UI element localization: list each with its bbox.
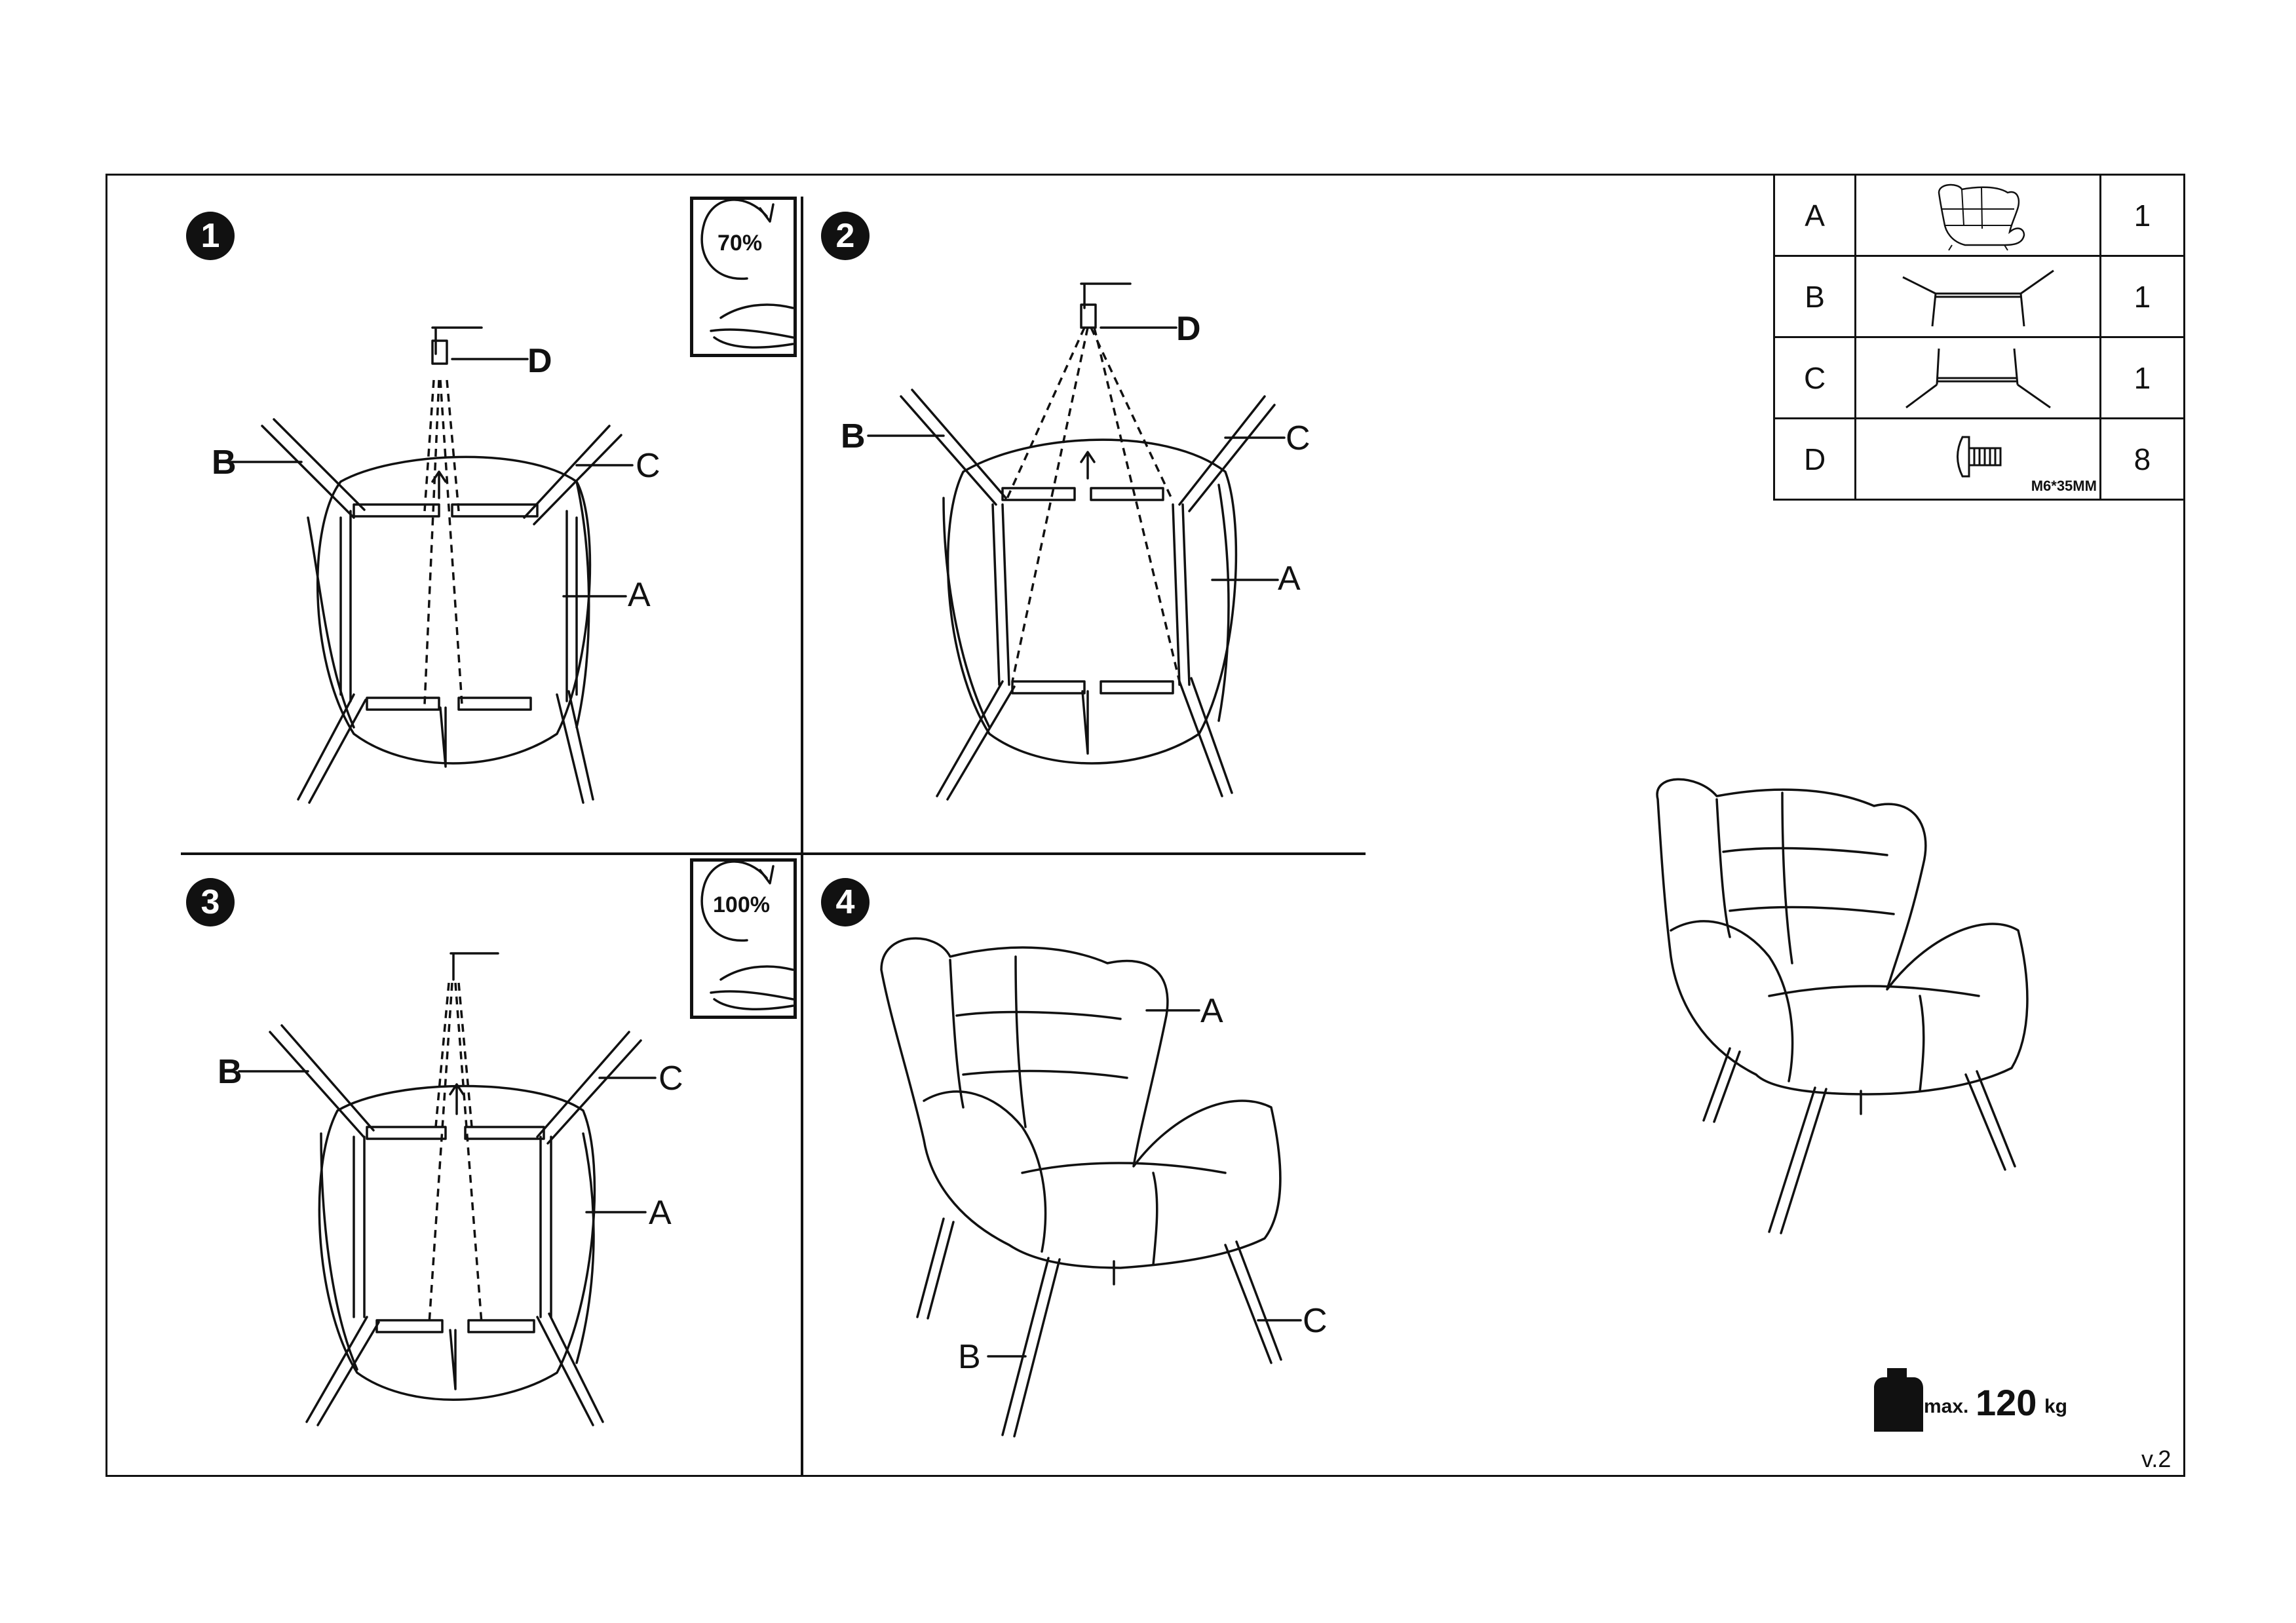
horizontal-divider <box>181 852 1366 855</box>
step4-label-leg-b: B <box>958 1338 981 1376</box>
step2-label-seat: A <box>1278 560 1301 598</box>
step1-label-seat: A <box>628 576 651 614</box>
part-letter: D <box>1772 417 1857 501</box>
bolt-icon: M6*35MM <box>1854 417 2101 501</box>
torque-box-70 <box>690 197 797 357</box>
parts-list-table: A 1 B 1 C 1 D M6 <box>1772 174 2186 501</box>
step3-label-leg-c: C <box>659 1060 683 1098</box>
instruction-sheet-frame <box>105 174 2185 1477</box>
leg-frame-c-icon <box>1854 336 2101 419</box>
max-load-value: 120 <box>1976 1382 2037 1423</box>
part-letter: A <box>1772 174 1857 257</box>
part-qty: 1 <box>2099 336 2186 419</box>
part-letter: B <box>1772 255 1857 338</box>
step-3-number: 3 <box>186 878 235 926</box>
step4-label-seat: A <box>1200 992 1223 1030</box>
step3-drawing <box>238 952 657 1426</box>
leg-frame-b-icon <box>1854 255 2101 338</box>
part-qty: 1 <box>2099 255 2186 338</box>
step4-label-leg-c: C <box>1303 1302 1328 1340</box>
step1-label-leg-c: C <box>636 447 660 485</box>
step-2-number: 2 <box>821 212 870 260</box>
step3-label-leg-b: B <box>218 1053 242 1091</box>
step1-label-leg-b: B <box>212 444 237 482</box>
part-qty: 1 <box>2099 174 2186 257</box>
torque-label-100: 100% <box>713 892 770 917</box>
step4-drawing <box>880 937 1302 1438</box>
version-label: v.2 <box>2141 1445 2172 1472</box>
step-1-number: 1 <box>186 212 235 260</box>
vertical-divider <box>801 197 803 1476</box>
parts-row-d: D M6*35MM 8 <box>1772 417 2186 501</box>
preview-armchair-drawing <box>1656 778 2029 1234</box>
parts-row-b: B 1 <box>1772 255 2186 338</box>
step1-label-bolt: D <box>527 342 552 380</box>
step1-drawing <box>228 326 634 804</box>
armchair-icon <box>1854 174 2101 257</box>
torque-label-70: 70% <box>718 231 763 256</box>
weight-icon <box>1874 1368 1923 1432</box>
step2-label-leg-b: B <box>841 417 866 455</box>
step-4-number: 4 <box>821 878 870 926</box>
bolt-spec: M6*35MM <box>2031 478 2097 494</box>
max-load-prefix: max. <box>1924 1396 1969 1417</box>
max-load-unit: kg <box>2044 1396 2068 1417</box>
torque-box-100 <box>690 858 797 1019</box>
step2-label-leg-c: C <box>1286 419 1311 457</box>
step2-drawing <box>867 282 1286 801</box>
parts-row-c: C 1 <box>1772 336 2186 419</box>
parts-row-a: A 1 <box>1772 174 2186 257</box>
step2-label-bolt: D <box>1176 310 1201 348</box>
torque-arrows <box>700 199 794 1010</box>
step3-label-seat: A <box>649 1194 672 1232</box>
part-letter: C <box>1772 336 1857 419</box>
part-qty: 8 <box>2099 417 2186 501</box>
